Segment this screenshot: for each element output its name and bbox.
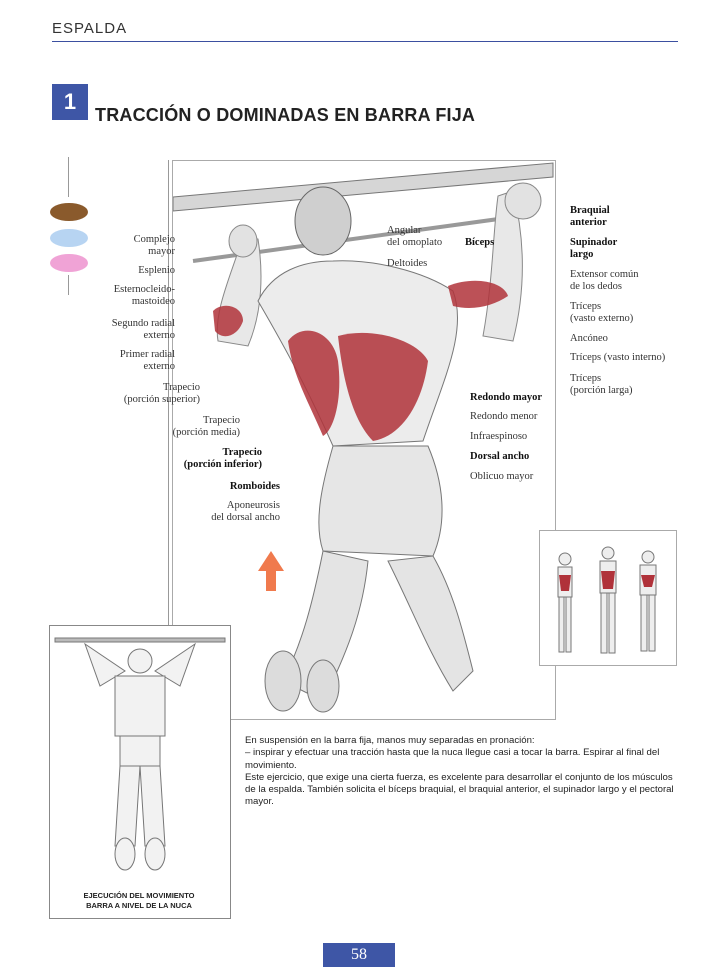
label-esternocleidomastoideo: Esternocleido- mastoideo — [113, 284, 175, 307]
header-rule — [52, 41, 678, 42]
description-paragraph: En suspensión en la barra fija, manos mu… — [245, 735, 535, 746]
label-infraespinoso: Infraespinoso — [470, 431, 528, 442]
exercise-title: TRACCIÓN O DOMINADAS EN BARRA FIJA — [95, 105, 476, 125]
small-figures-illustration — [557, 546, 657, 654]
label-trapecio-media: Trapecio (porción media) — [172, 415, 240, 438]
label-triceps-vasto-interno: Tríceps (vasto interno) — [570, 352, 666, 363]
legend-connector-line — [68, 157, 69, 197]
side-illustration-frame — [49, 625, 231, 919]
exercise-number-badge: 1 — [52, 84, 88, 120]
label-braquial-anterior: Braquial anterior — [570, 205, 610, 228]
section-label: ESPALDA — [52, 20, 128, 37]
label-redondo-mayor: Redondo mayor — [470, 392, 543, 403]
frame-guide-line — [168, 160, 169, 630]
label-triceps-vasto-externo: Tríceps (vasto externo) — [570, 301, 634, 324]
label-primer-radial: Primer radial externo — [119, 349, 175, 372]
label-trapecio-inferior: Trapecio (porción inferior) — [183, 447, 262, 470]
label-esplenio: Esplenio — [138, 265, 175, 276]
label-deltoides: Deltoides — [387, 258, 428, 269]
legend-dot-brown — [50, 203, 88, 221]
label-segundo-radial: Segundo radial externo — [111, 318, 175, 341]
label-redondo-menor: Redondo menor — [470, 411, 538, 422]
legend-dot-blue — [50, 229, 88, 247]
label-extensor-comun: Extensor común de los dedos — [570, 269, 639, 292]
description-paragraph: Este ejercicio, que exige una cierta fue… — [245, 771, 674, 808]
small-figures-frame — [539, 530, 677, 666]
label-biceps: Bíceps — [465, 237, 495, 248]
label-ancóneo: Ancóneo — [570, 333, 608, 344]
label-supinador-largo: Supinador largo — [570, 237, 618, 260]
exercise-description: En suspensión en la barra fija, manos mu… — [245, 735, 685, 809]
side-pullup-illustration — [54, 637, 226, 871]
main-illustration-frame — [172, 160, 556, 720]
label-romboides: Romboides — [229, 481, 280, 492]
back-muscles-illustration — [172, 162, 554, 713]
label-complejo-mayor: Complejo mayor — [133, 234, 175, 257]
label-aponeurosis: Aponeurosis del dorsal ancho — [211, 500, 280, 523]
description-paragraph: – inspirar y efectuar una tracción hasta… — [245, 747, 660, 771]
side-caption: EJECUCIÓN DEL MOVIMIENTO BARRA A NIVEL D… — [83, 891, 195, 910]
legend-dot-pink — [50, 254, 88, 272]
label-angular-omoplato: Angular del omoplato — [387, 225, 443, 248]
label-triceps-porcion-larga: Tríceps (porción larga) — [570, 373, 633, 396]
legend-connector-line-bottom — [68, 275, 69, 295]
label-oblicuo-mayor: Oblicuo mayor — [470, 471, 534, 482]
label-dorsal-ancho: Dorsal ancho — [470, 451, 530, 462]
page-number: 58 — [323, 943, 395, 967]
label-trapecio-superior: Trapecio (porción superior) — [123, 382, 200, 405]
